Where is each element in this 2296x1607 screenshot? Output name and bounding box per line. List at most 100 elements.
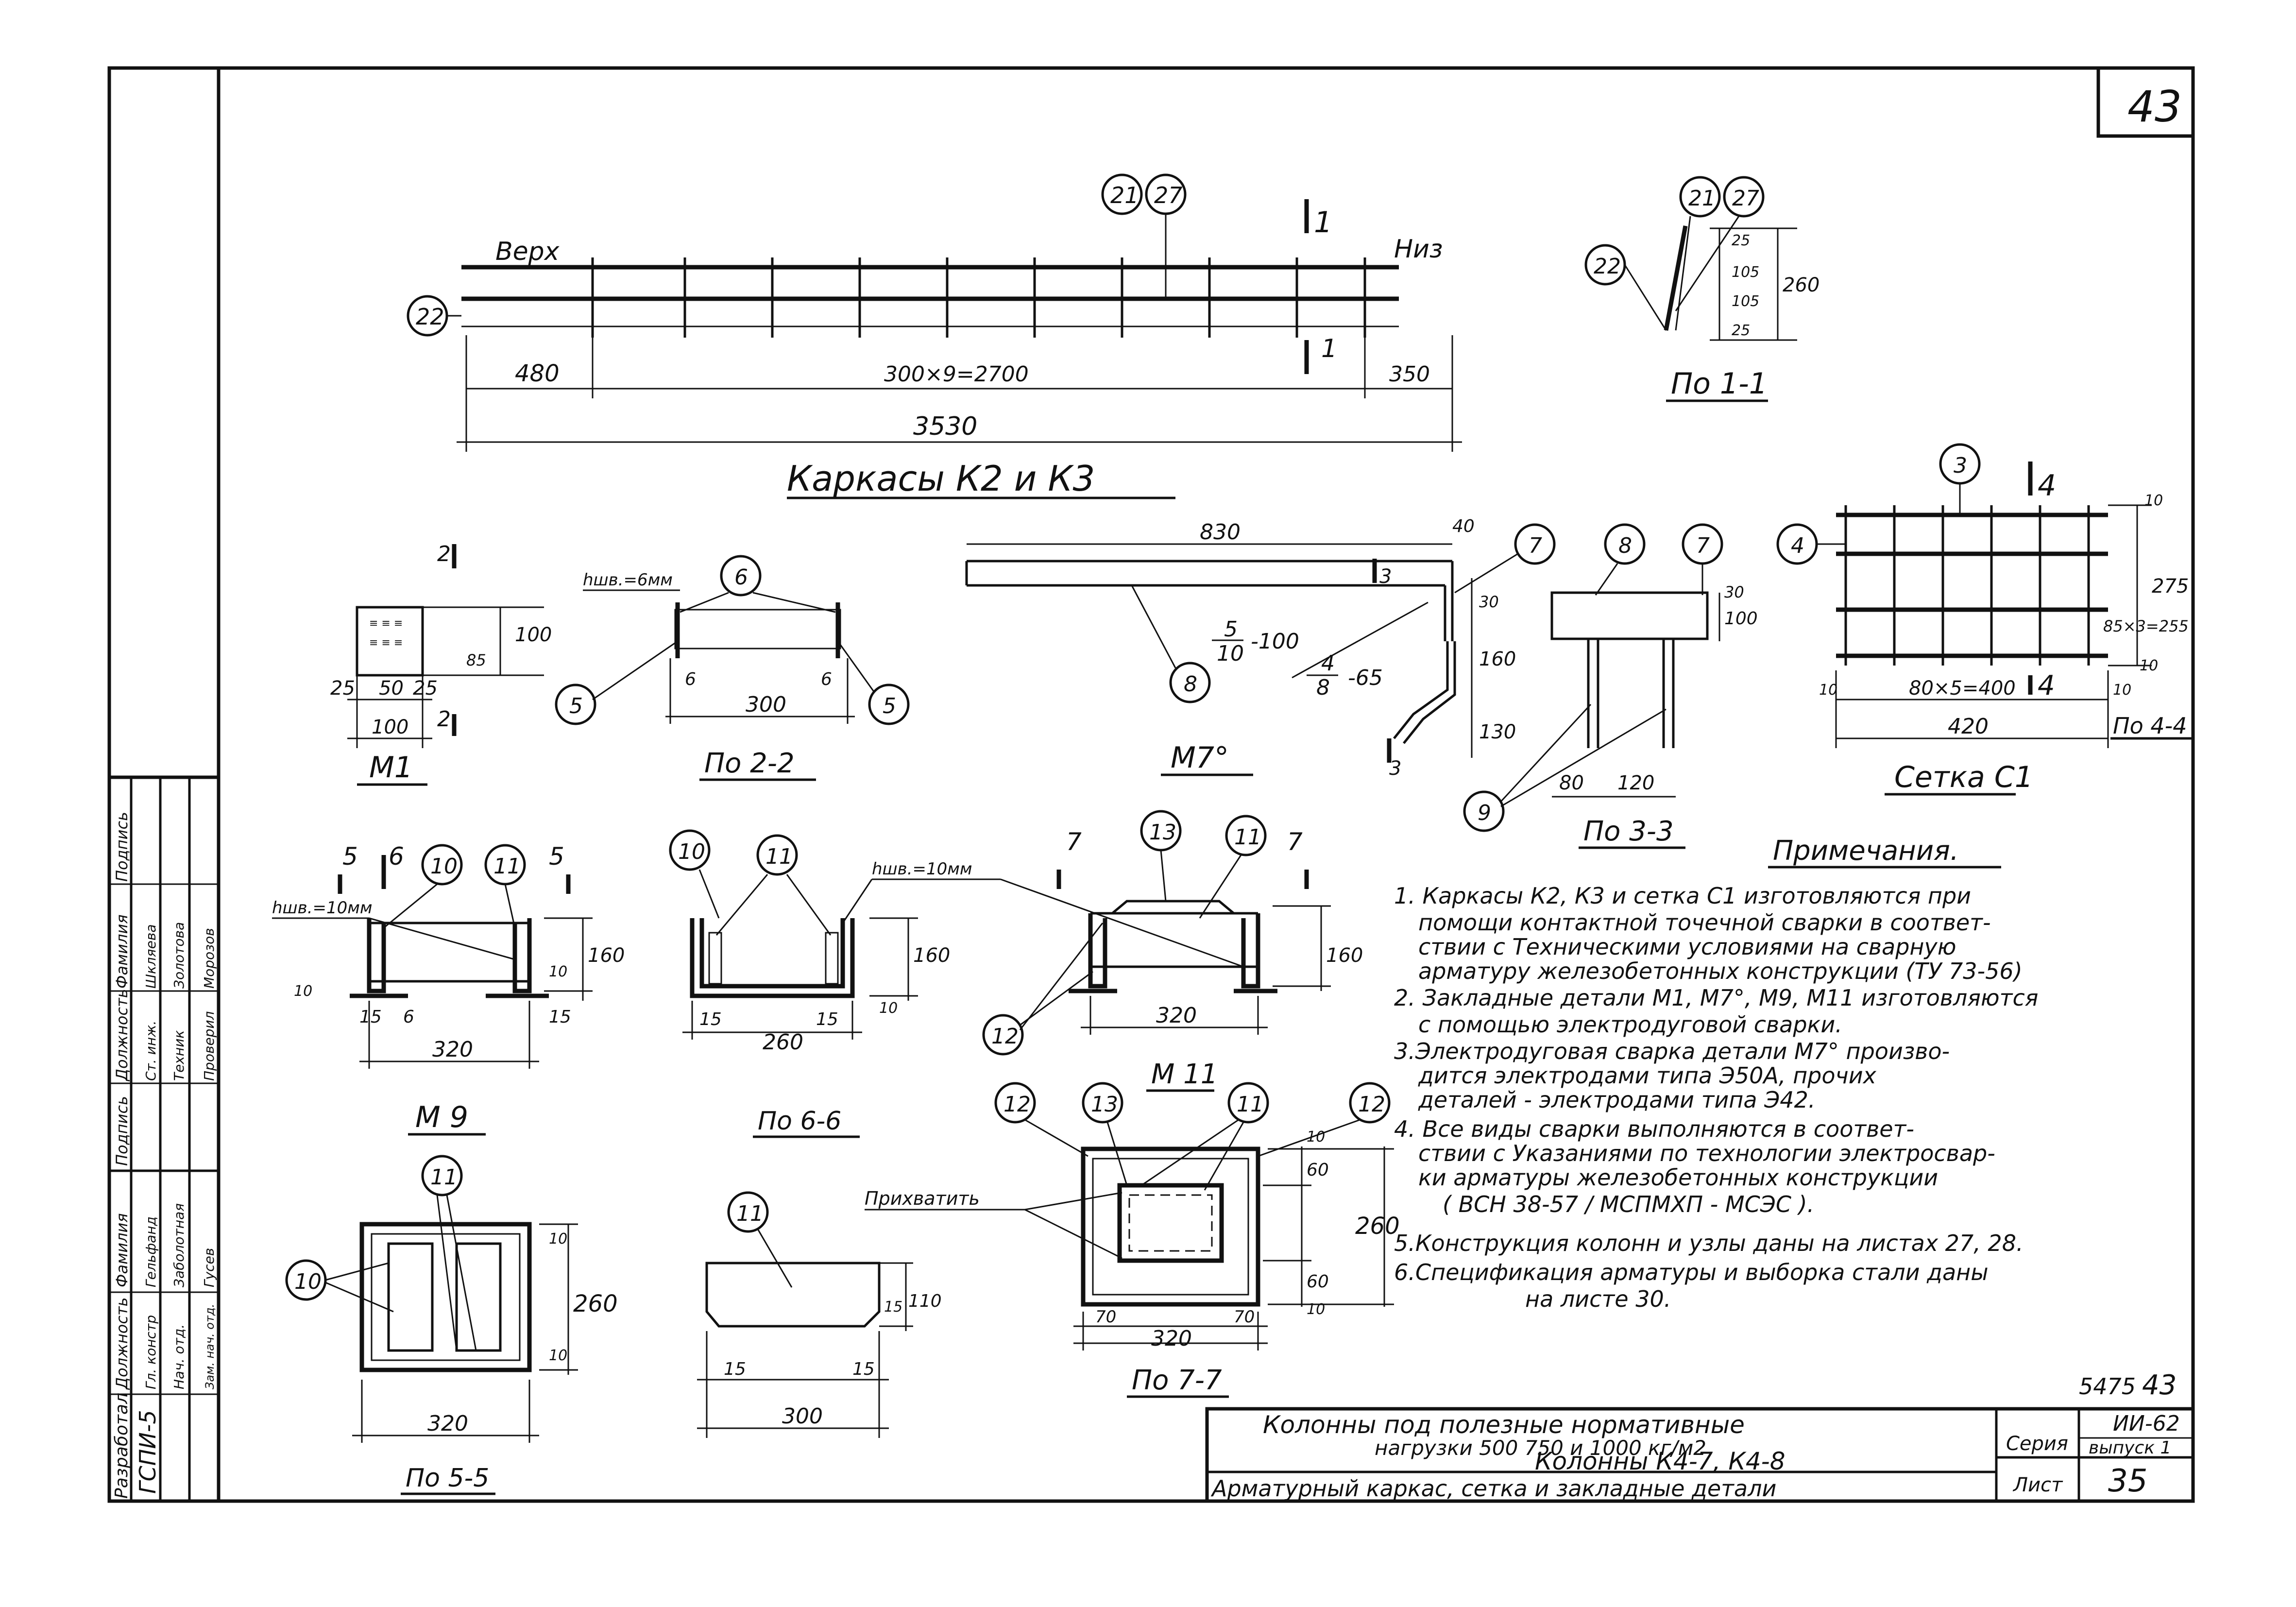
stamp-sheet-label: Лист (2012, 1474, 2063, 1496)
s77-mark-11: 11 (1237, 1092, 1264, 1117)
frame-k2k3-title: Каркасы К2 и К3 (787, 458, 1095, 499)
s66-dim-15a: 15 (699, 1009, 722, 1029)
s66-dim-10: 10 (879, 1000, 898, 1017)
s33-mark-8: 8 (1618, 533, 1632, 558)
side2-row1-name: Шкляева (143, 924, 159, 989)
stamp-code: 5475 (2079, 1373, 2136, 1400)
s22-weld: hшв.=6мм (583, 570, 673, 590)
s66-dim-15b: 15 (816, 1009, 838, 1029)
side2-row1-pos: Ст. инж. (143, 1021, 159, 1081)
label-top: Верх (495, 237, 560, 266)
m7-mark-8: 8 (1184, 672, 1197, 697)
m7-dim-30: 30 (1479, 593, 1499, 611)
plate11-dim-15a: 15 (724, 1359, 746, 1379)
side-row2-pos: Нач. отд. (171, 1324, 187, 1389)
side2-row2-pos: Техник (171, 1030, 187, 1081)
s77-tack-weld-label: Прихватить (865, 1188, 980, 1209)
side-signature-header-2: Подпись (113, 812, 131, 882)
s11-mark-22: 22 (1594, 254, 1621, 279)
plate11-mark-11: 11 (736, 1201, 764, 1226)
m9-dim-10a: 10 (549, 963, 567, 980)
mesh-c1: 3 4 4 4 10 85×3=255 275 10 10 80×5=400 4… (1776, 443, 2193, 796)
s55-dim-10b: 10 (549, 1347, 567, 1364)
side-developed: Разработал (112, 1393, 132, 1499)
m11-dim-160: 160 (1326, 944, 1363, 967)
mark-27-label: 27 (1154, 182, 1183, 208)
note-line-7: 3.Электродуговая сварка детали М7° произ… (1394, 1038, 1950, 1064)
m7-rebar2-step: -65 (1348, 666, 1383, 690)
s33-dim-80: 80 (1559, 772, 1584, 794)
plate11-dim-300: 300 (782, 1404, 823, 1429)
m11-title: М 11 (1151, 1059, 1218, 1090)
s77-dim-320: 320 (1151, 1326, 1192, 1351)
plate11-dim-15v: 15 (884, 1299, 902, 1316)
s11-dim-25a: 25 (1732, 232, 1750, 249)
s33-dim-120: 120 (1617, 772, 1654, 794)
side2-row3-pos: Проверил (201, 1011, 217, 1081)
notes-title: Примечания. (1773, 835, 1959, 867)
side2-row3-name: Морозов (201, 928, 217, 989)
frame-k2k3: Верх Низ 21 27 22 1 1 480 300×9=2700 350… (407, 173, 1462, 499)
m1-hatching-2: ≡ ≡ ≡ (369, 637, 403, 649)
c1-dim-420: 420 (1948, 714, 1989, 739)
s33-mark-7: 7 (1696, 533, 1710, 558)
section-6-6: hшв.=10мм 10 11 160 15 260 15 10 По 6-6 (669, 829, 1001, 1138)
m9-weld: hшв.=10мм (272, 898, 373, 918)
mark-22-label: 22 (416, 304, 444, 330)
stamp-title-1: Колонны под полезные нормативные (1263, 1411, 1745, 1439)
c1-dim-10a: 10 (2144, 492, 2163, 509)
m11-section-7b: 7 (1287, 828, 1303, 856)
s22-mark-5a: 5 (569, 694, 583, 718)
mesh-c1-grid (1836, 505, 2108, 666)
mark-21-label: 21 (1110, 182, 1139, 208)
section-1-1: 21 27 22 25 105 105 25 260 По 1-1 (1584, 176, 1820, 402)
side-surname-header-2: Фамилия (113, 914, 131, 989)
s11-dim-105b: 105 (1732, 293, 1759, 310)
m7-section-3-bottom: 3 (1389, 757, 1401, 780)
plate11-dim-15b: 15 (852, 1359, 875, 1379)
s55-title: По 5-5 (406, 1464, 489, 1493)
m9-mark-10: 10 (430, 854, 458, 879)
s66-mark-11: 11 (765, 844, 793, 869)
m11-mark-12: 12 (991, 1024, 1019, 1049)
m7-title: М7° (1171, 741, 1229, 775)
note-line-2: помощи контактной точечной сварки в соот… (1418, 909, 1991, 936)
s22-dim-300: 300 (746, 692, 786, 717)
mark-21 (1101, 173, 1143, 215)
s22-title: По 2-2 (704, 748, 795, 779)
detail-m1: ≡ ≡ ≡ ≡ ≡ ≡ 2 2 100 85 25 50 25 100 М1 (330, 542, 552, 786)
s77-mark-12b: 12 (1358, 1092, 1385, 1117)
side-org: ГСПИ-5 (135, 1410, 161, 1494)
dim-3530: 3530 (913, 412, 977, 441)
m7-dim-40: 40 (1452, 516, 1475, 536)
m1-title: М1 (369, 751, 413, 785)
stamp-series-value: ИИ-62 (2113, 1411, 2180, 1436)
note-line-13: ( ВСН 38-57 / МСПМХП - МСЭС ). (1443, 1191, 1814, 1217)
m7-mark-7: 7 (1529, 533, 1542, 558)
side-signature-header: Подпись (113, 1096, 131, 1166)
stamp-title-2: нагрузки 500 750 и 1000 кг/м2 (1375, 1436, 1706, 1460)
s66-weld: hшв.=10мм (872, 859, 972, 879)
m9-mark-11: 11 (493, 854, 521, 879)
s44-title: По 4-4 (2113, 713, 2187, 739)
label-bottom: Низ (1394, 235, 1443, 264)
s11-dim-105a: 105 (1732, 264, 1759, 281)
s11-mark-21: 21 (1688, 186, 1716, 211)
stamp-code-sheet: 43 (2142, 1369, 2177, 1401)
note-line-12: ки арматуры железобетонных конструкции (1418, 1164, 1938, 1191)
m1-hatching: ≡ ≡ ≡ (369, 617, 403, 630)
s77-dim-70b: 70 (1234, 1307, 1255, 1327)
s77-dim-10a: 10 (1307, 1128, 1325, 1145)
c1-mark-4: 4 (1791, 533, 1804, 558)
section-2-2: hшв.=6мм 6 5 5 6 300 6 По 2-2 (555, 555, 910, 781)
sheet-number: 43 (2127, 82, 2182, 132)
note-line-9: деталей - электродами типа Э42. (1418, 1087, 1815, 1113)
note-line-4: арматуру железобетонных конструкции (ТУ … (1418, 958, 2023, 984)
s33-dim-30: 30 (1724, 583, 1744, 601)
s55-dim-10a: 10 (549, 1231, 567, 1248)
s55-dim-260: 260 (573, 1290, 618, 1317)
s55-mark-10: 10 (294, 1269, 322, 1294)
m1-dim-85: 85 (466, 651, 486, 669)
stamp-title-3: Колонны К4-7, К4-8 (1535, 1447, 1786, 1475)
side-row1-name: Гельфанд (143, 1216, 159, 1287)
